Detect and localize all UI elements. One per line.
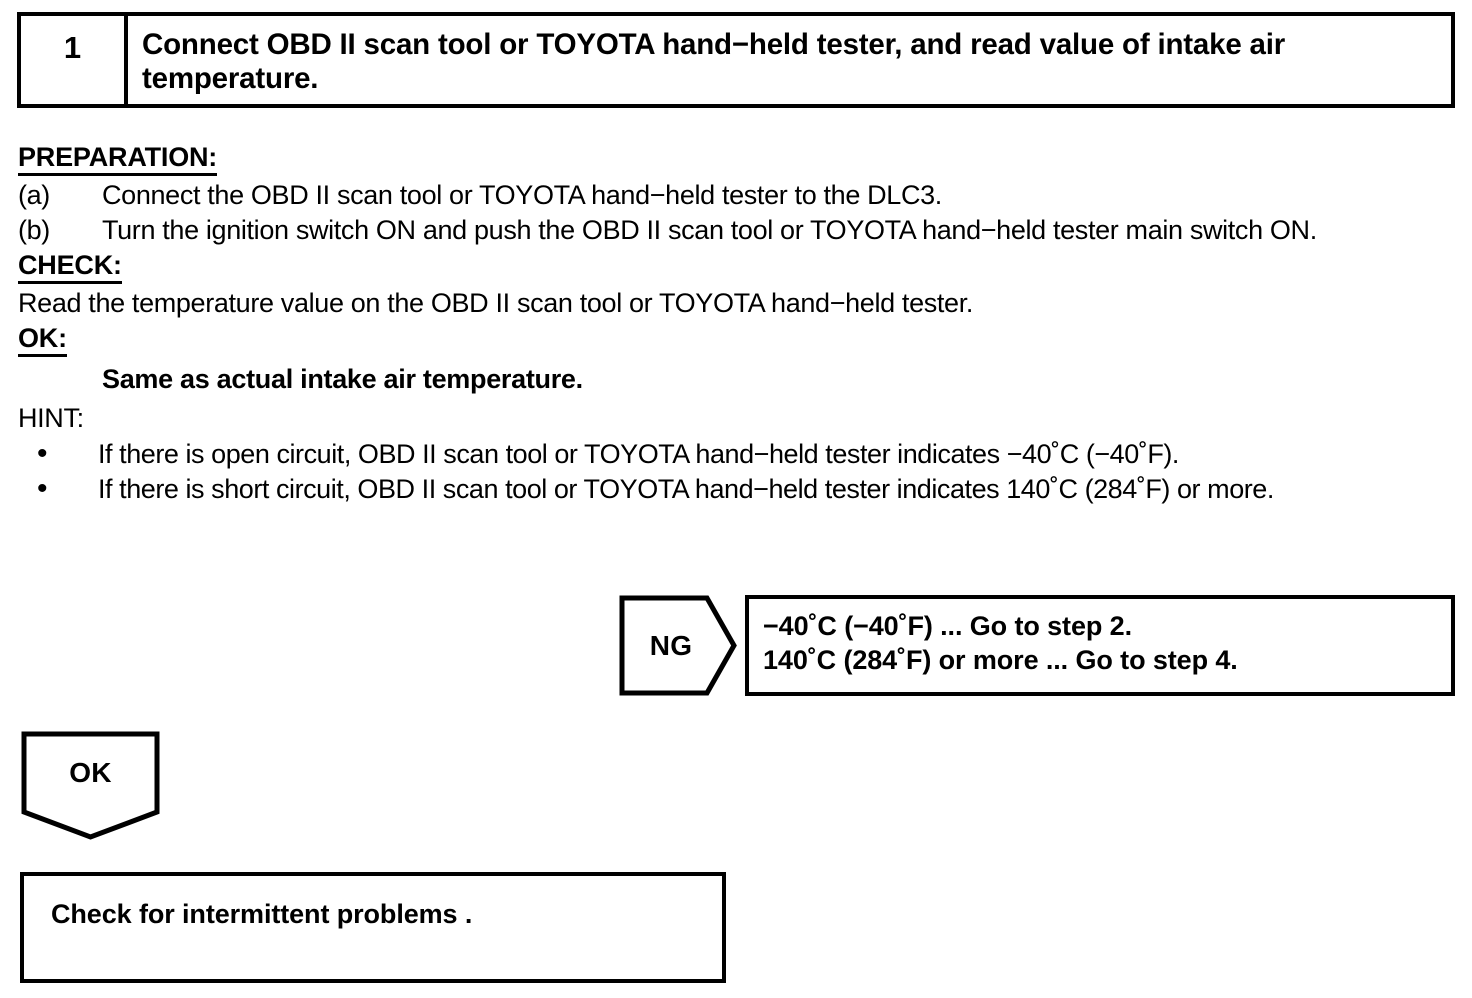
ok-condition-text: Same as actual intake air temperature. <box>102 364 583 394</box>
preparation-item-b-label: (b) <box>18 215 50 245</box>
hint-bullet-item: • If there is open circuit, OBD II scan … <box>18 436 1458 470</box>
check-heading: CHECK: <box>18 250 122 284</box>
ok-heading-wrap: OK: <box>18 323 1458 357</box>
step-number-cell: 1 <box>21 16 128 104</box>
hint-bullet-item: • If there is short circuit, OBD II scan… <box>18 474 1458 505</box>
preparation-item-a: (a) Connect the OBD II scan tool or TOYO… <box>18 180 1458 211</box>
result-text: Check for intermittent problems . <box>51 899 473 929</box>
result-box: Check for intermittent problems . <box>20 872 726 983</box>
ok-arrow-shape <box>21 731 160 840</box>
hint-bullet-text: If there is open circuit, OBD II scan to… <box>98 438 1179 469</box>
ng-result-line: −40˚C (−40˚F) ... Go to step 2. <box>763 611 1132 641</box>
check-heading-wrap: CHECK: <box>18 250 1458 284</box>
ng-arrow-shape <box>619 595 737 696</box>
preparation-item-b: (b) Turn the ignition switch ON and push… <box>18 215 1458 246</box>
ng-result-line: 140˚C (284˚F) or more ... Go to step 4. <box>763 645 1238 676</box>
preparation-heading-wrap: PREPARATION: <box>18 142 1458 177</box>
ng-label: NG <box>649 629 693 661</box>
step-header-box: 1 Connect OBD II scan tool or TOYOTA han… <box>17 12 1455 108</box>
ng-result-box: −40˚C (−40˚F) ... Go to step 2. 140˚C (2… <box>745 595 1455 696</box>
preparation-item-a-text: Connect the OBD II scan tool or TOYOTA h… <box>102 180 942 211</box>
bullet-icon: • <box>37 436 48 470</box>
ng-branch-row: NG −40˚C (−40˚F) ... Go to step 2. 140˚C… <box>619 595 1455 696</box>
step-number: 1 <box>63 30 82 65</box>
hint-label: HINT: <box>18 402 84 433</box>
ok-branch-label: OK <box>69 757 112 788</box>
step-instruction-text: Connect OBD II scan tool or TOYOTA hand−… <box>142 28 1286 96</box>
check-text: Read the temperature value on the OBD II… <box>18 288 974 318</box>
hint-bullet-text: If there is short circuit, OBD II scan t… <box>98 474 1274 505</box>
preparation-item-a-label: (a) <box>18 180 50 211</box>
ok-heading: OK: <box>18 323 67 357</box>
preparation-heading: PREPARATION: <box>18 142 217 177</box>
step-instruction-cell: Connect OBD II scan tool or TOYOTA hand−… <box>128 16 1451 104</box>
preparation-item-b-text: Turn the ignition switch ON and push the… <box>102 215 1317 245</box>
procedure-body: PREPARATION: (a) Connect the OBD II scan… <box>18 142 1458 505</box>
bullet-icon: • <box>37 472 48 506</box>
